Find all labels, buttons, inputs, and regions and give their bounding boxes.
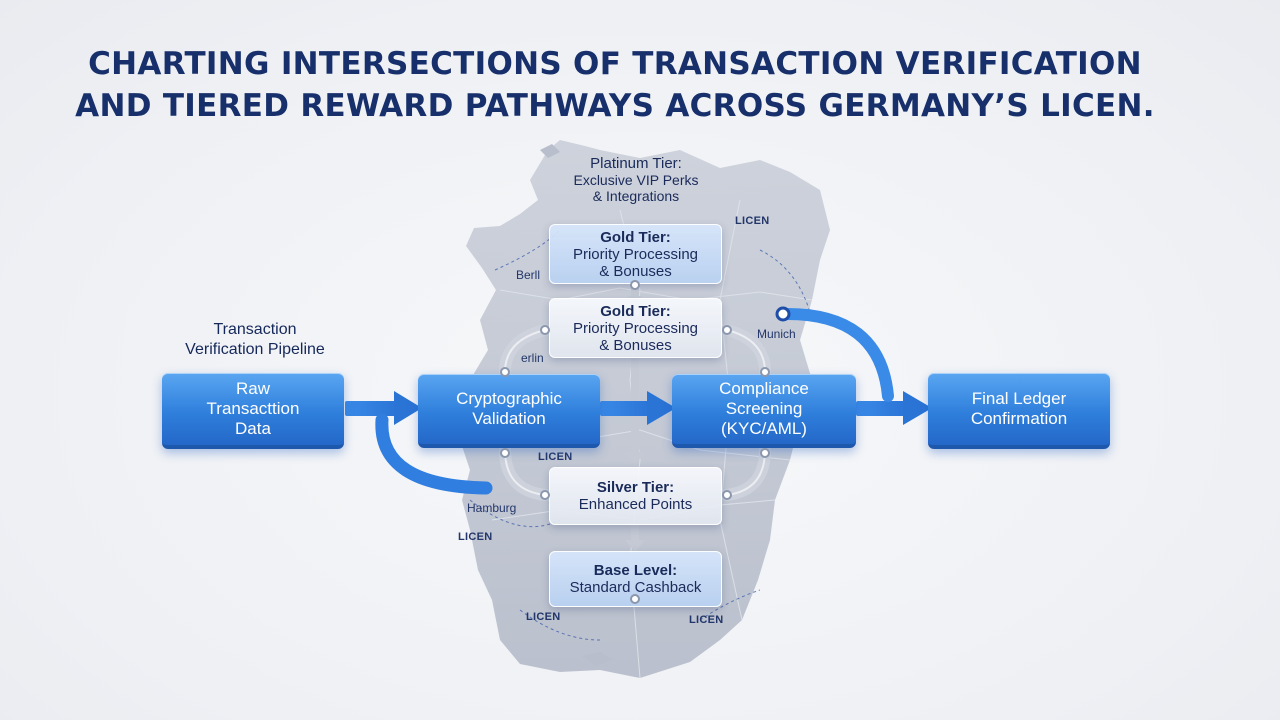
pipeline-caption-line-2: Verification Pipeline (185, 341, 325, 358)
tier-gold-lower-name: Gold Tier: (600, 302, 671, 320)
map-label-licen-mid: LICEN (538, 451, 573, 463)
pipeline-caption-line-1: Transaction (213, 321, 297, 338)
connector-node (760, 448, 770, 458)
stage-crypto-line-2: Validation (472, 409, 546, 428)
map-label-berlin-mid: erlin (521, 351, 544, 365)
map-label-munich: Munich (757, 327, 796, 341)
tier-gold-upper: Gold Tier: Priority Processing & Bonuses (549, 224, 722, 284)
connector-node (500, 448, 510, 458)
connector-node (722, 325, 732, 335)
stage-raw-line-2: Transacttion (206, 399, 300, 418)
tier-gold-lower: Gold Tier: Priority Processing & Bonuses (549, 298, 722, 358)
pipeline-arrows (345, 306, 932, 495)
stage-raw-line-3: Data (235, 419, 271, 438)
tier-platinum: Platinum Tier: Exclusive VIP Perks & Int… (540, 155, 732, 205)
tier-gold-lower-line-1: Priority Processing (572, 319, 699, 337)
tier-base-name: Base Level: (593, 562, 678, 579)
map-label-licen-top: LICEN (735, 215, 770, 227)
tier-platinum-line-2: & Integrations (592, 188, 680, 204)
connector-node (760, 367, 770, 377)
tier-gold-upper-line-2: & Bonuses (599, 262, 672, 280)
stage-final-ledger-confirmation: Final Ledger Confirmation (928, 373, 1110, 449)
stage-compliance-line-3: (KYC/AML) (721, 419, 807, 438)
map-label-hamburg: Hamburg (467, 501, 517, 515)
title-line-1: CHARTING INTERSECTIONS OF TRANSACTION VE… (88, 46, 1142, 82)
connector-node (630, 594, 640, 604)
tier-gold-upper-name: Gold Tier: (600, 228, 671, 246)
tier-platinum-name: Platinum Tier: (590, 155, 682, 172)
pipeline-caption: Transaction Verification Pipeline (150, 320, 360, 360)
map-label-berlin-top: Berll (516, 268, 541, 282)
stage-compliance-line-1: Compliance (719, 379, 809, 398)
connector-node (722, 490, 732, 500)
connector-node (630, 280, 640, 290)
stage-raw-transaction-data: Raw Transacttion Data (162, 373, 344, 449)
tier-gold-upper-line-1: Priority Processing (572, 245, 699, 263)
tier-silver-line-1: Enhanced Points (578, 496, 693, 513)
tier-base-line-1: Standard Cashback (569, 579, 702, 596)
connector-node (540, 490, 550, 500)
stage-compliance-screening: Compliance Screening (KYC/AML) (672, 374, 856, 448)
tier-platinum-line-1: Exclusive VIP Perks (573, 172, 699, 188)
stage-crypto-line-1: Cryptographic (456, 389, 562, 408)
map-label-licen-left: LICEN (458, 531, 493, 543)
map-label-licen-bottom-left: LICEN (526, 611, 561, 623)
stage-final-line-2: Confirmation (970, 409, 1068, 428)
title-line-2: AND TIERED REWARD PATHWAYS ACROSS GERMAN… (75, 88, 1155, 124)
tier-gold-lower-line-2: & Bonuses (599, 336, 672, 354)
stage-final-line-1: Final Ledger (971, 389, 1067, 408)
stage-raw-line-1: Raw (235, 379, 270, 398)
connector-node (500, 367, 510, 377)
map-label-licen-bottom-right: LICEN (689, 614, 724, 626)
connector-node (540, 325, 550, 335)
tier-silver: Silver Tier: Enhanced Points (549, 467, 722, 525)
tier-silver-name: Silver Tier: (596, 479, 675, 496)
tier-base-level: Base Level: Standard Cashback (549, 551, 722, 607)
stage-compliance-line-2: Screening (725, 399, 803, 418)
stage-cryptographic-validation: Cryptographic Validation (418, 374, 600, 448)
